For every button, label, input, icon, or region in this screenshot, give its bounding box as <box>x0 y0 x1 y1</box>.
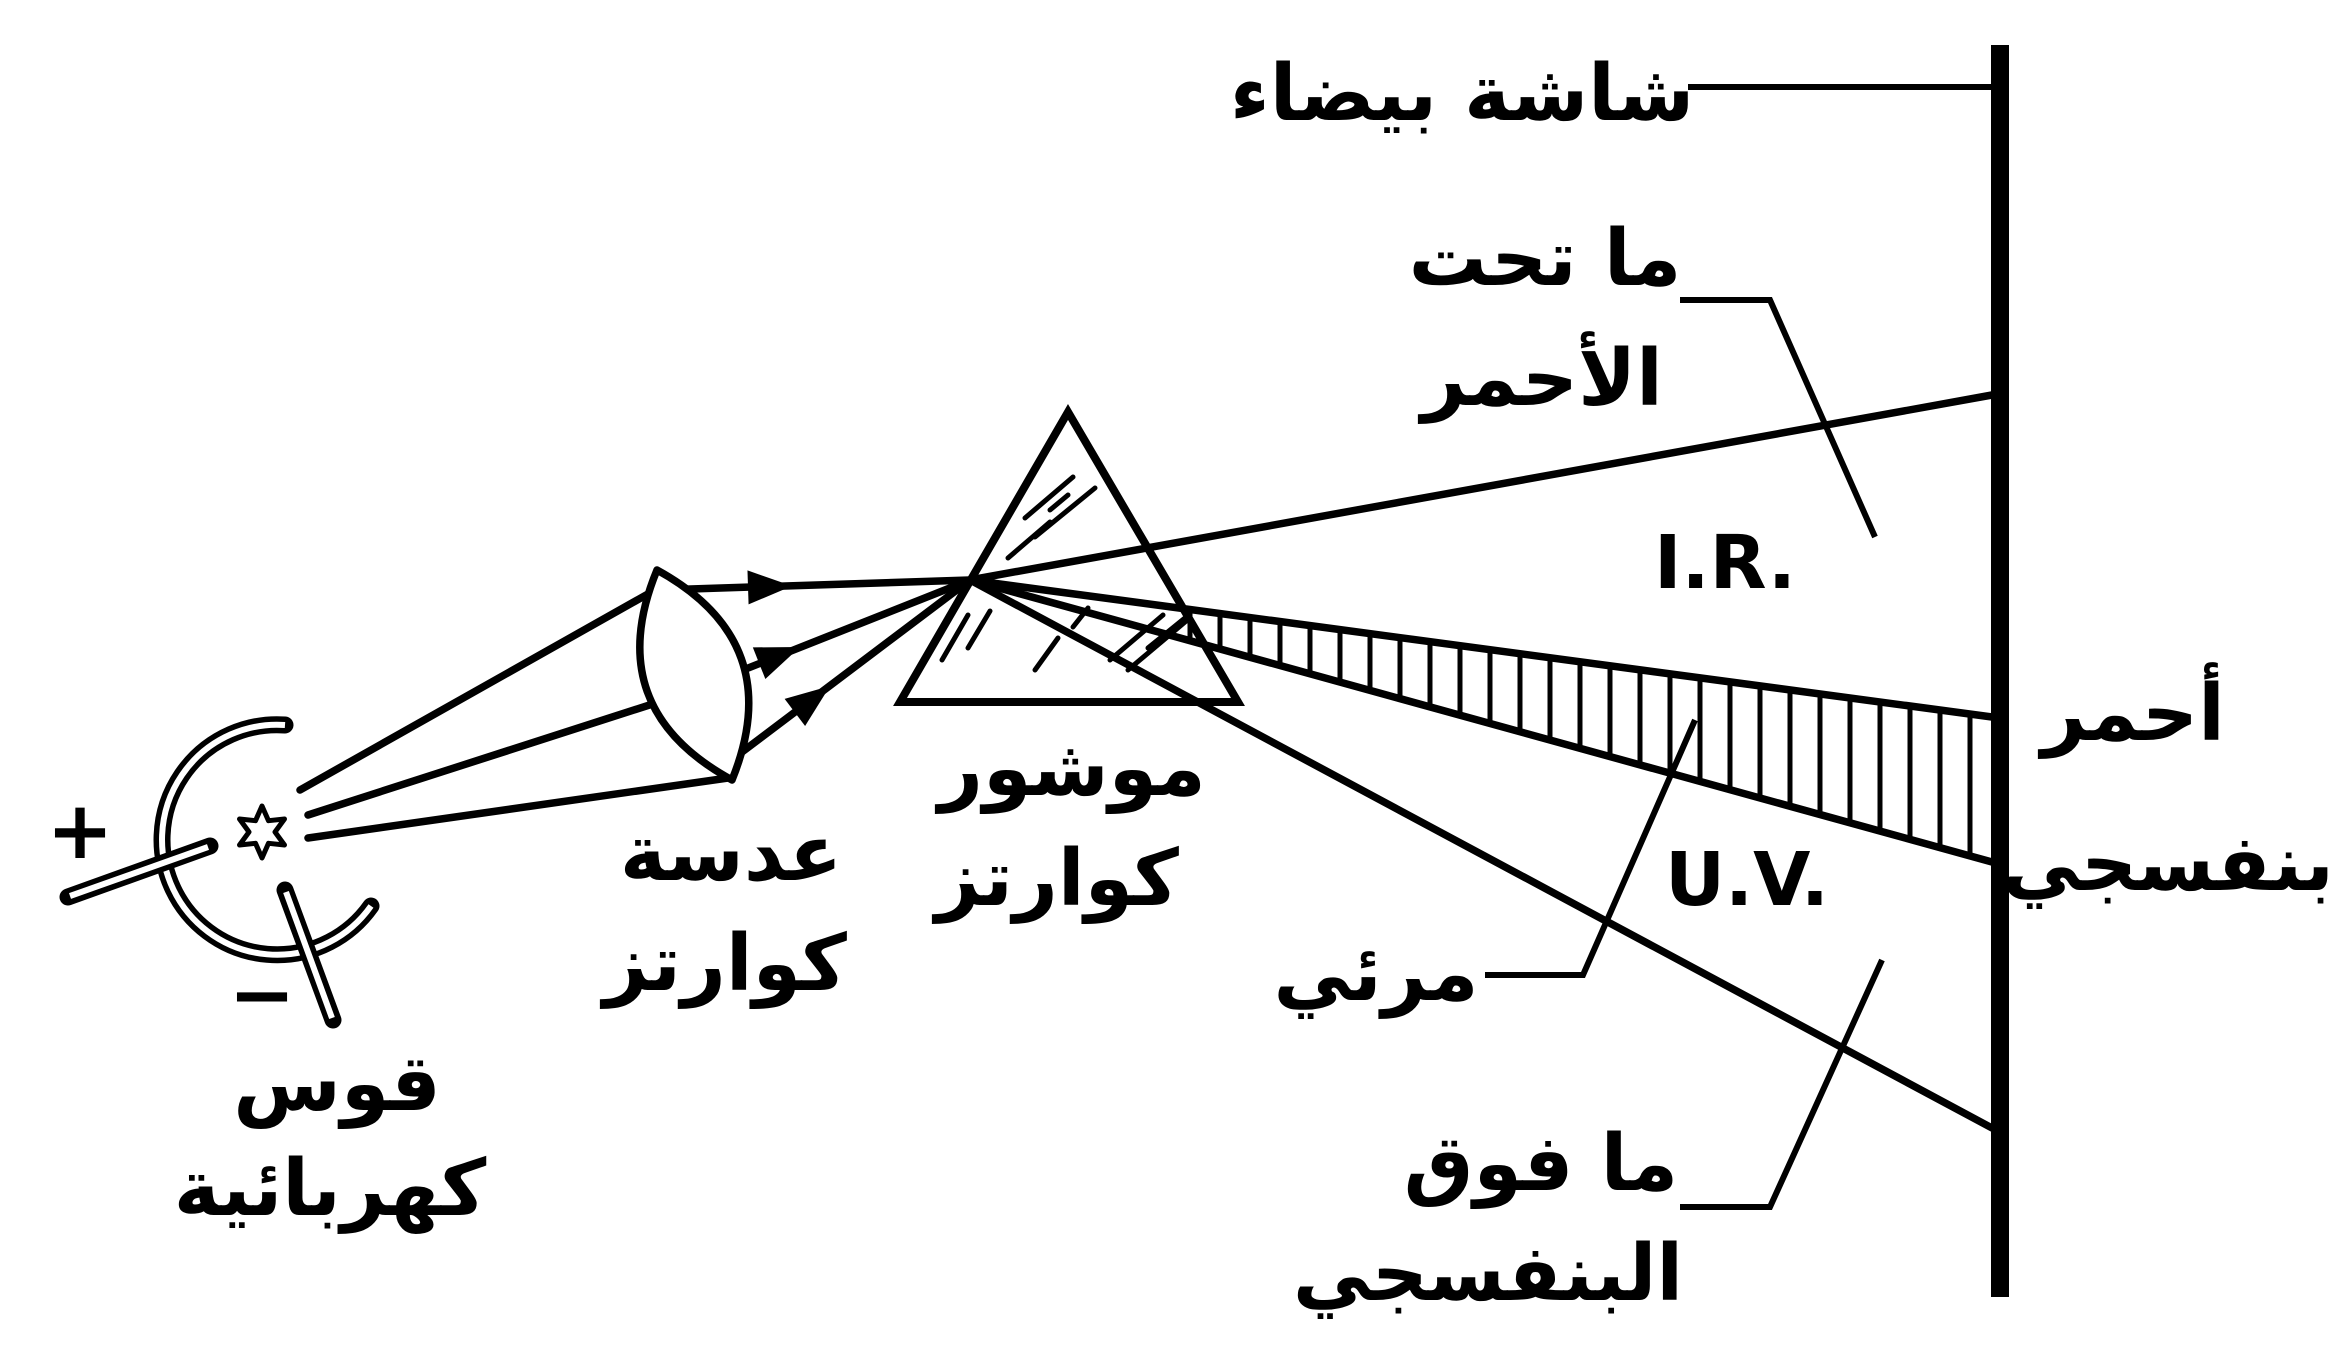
prism-label-line1: موشور <box>934 724 1206 814</box>
infrared-boundary-ray <box>966 391 1996 584</box>
electric-arc-source: + − <box>46 716 380 1041</box>
source-ray-middle <box>304 696 669 819</box>
dispersed-rays <box>966 391 1996 1132</box>
infrared-abbrev: I.R. <box>1654 520 1796 606</box>
screen-label: شاشة بيضاء <box>1230 49 1694 139</box>
violet-label: بنفسجي <box>2002 819 2334 909</box>
prism-mark <box>1047 492 1071 513</box>
prism-mark <box>1032 635 1061 673</box>
prism-mark <box>1145 615 1188 651</box>
prism-mark <box>1125 619 1188 673</box>
ultraviolet-label-line2: البنفسجي <box>1293 1229 1683 1319</box>
converging-ray-bottom <box>738 576 974 756</box>
visible-lower-ray <box>966 576 1996 866</box>
infrared-label-line1: ما تحت <box>1409 214 1682 304</box>
arrowhead-icon <box>784 686 830 727</box>
prism-texture-marks <box>939 474 1188 673</box>
prism-label-line2: كوارتز <box>931 834 1179 924</box>
quartz-lens <box>636 566 753 784</box>
arc-label-line1: قوس <box>233 1039 441 1129</box>
converging-rays <box>656 570 974 756</box>
prism-mark <box>939 612 971 663</box>
arrowhead-icon <box>752 647 800 680</box>
prism-mark <box>1107 612 1166 663</box>
infrared-leader-line <box>1680 297 1878 539</box>
arc-spark-star-icon <box>237 803 287 861</box>
visible-leader-line <box>1485 718 1698 978</box>
prism-mark <box>965 608 993 651</box>
converging-ray-top <box>656 576 974 594</box>
quartz-prism <box>893 404 1245 706</box>
prism-mark <box>1022 474 1076 521</box>
ultraviolet-leader-line <box>1680 958 1885 1210</box>
positive-terminal-sign: + <box>46 784 113 877</box>
visible-label: مرئي <box>1273 929 1478 1019</box>
visible-band-hatching <box>1187 609 1973 856</box>
source-ray-bottom <box>304 774 732 842</box>
lens-label-line1: عدسة <box>620 809 842 899</box>
arc-label-line2: كهربائية <box>174 1144 487 1234</box>
ultraviolet-abbrev: U.V. <box>1665 837 1829 923</box>
negative-terminal-sign: − <box>228 948 295 1041</box>
source-rays <box>296 586 732 842</box>
arrowhead-icon <box>747 570 792 605</box>
prism-mark <box>1070 605 1091 630</box>
ultraviolet-label-line1: ما فوق <box>1404 1119 1678 1209</box>
negative-electrode-inner <box>283 890 335 1020</box>
prism-mark <box>1005 519 1053 561</box>
ultraviolet-boundary-ray <box>966 576 1996 1132</box>
infrared-label-line2: الأحمر <box>1417 332 1663 424</box>
lens-label-line2: كوارتز <box>599 919 847 1009</box>
source-ray-top <box>296 586 659 794</box>
red-label: أحمر <box>2037 662 2225 759</box>
positive-electrode-inner <box>68 844 210 899</box>
